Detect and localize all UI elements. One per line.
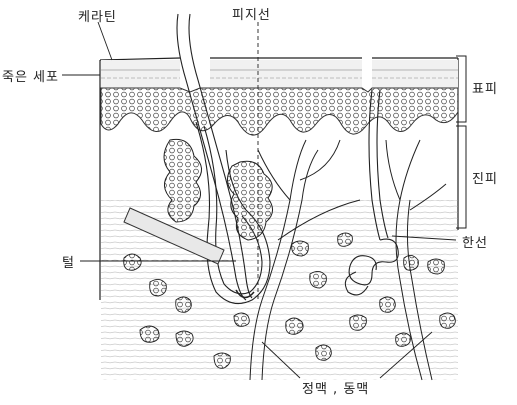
epidermis-label: 표피 xyxy=(472,78,498,97)
epidermis-cells xyxy=(101,88,458,135)
hair-label: 털 xyxy=(62,252,75,271)
vein-artery-label: 정맥 , 동맥 xyxy=(302,378,369,397)
dermis-label: 진피 xyxy=(472,168,498,187)
keratin-label: 케라틴 xyxy=(78,6,117,25)
sweat-gland-label: 한선 xyxy=(462,232,488,251)
dead-cells-label: 죽은 세포 xyxy=(2,66,59,85)
keratin-layer xyxy=(101,60,458,88)
sebaceous-gland-label: 피지선 xyxy=(232,4,271,23)
